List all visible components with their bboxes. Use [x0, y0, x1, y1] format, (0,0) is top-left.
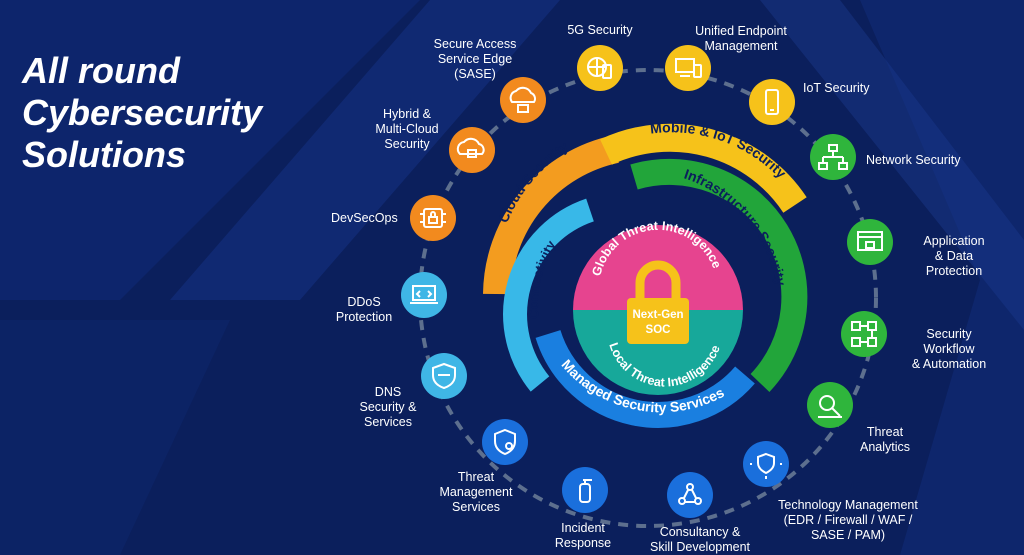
- headline: All round Cybersecurity Solutions: [22, 50, 262, 176]
- label-hybrid-multi-cloud-security: Hybrid & Multi-Cloud Security: [375, 107, 439, 151]
- padlock-icon: [627, 260, 689, 344]
- label-5g-security: 5G Security: [567, 23, 633, 37]
- node-threat-management-services: [482, 419, 528, 465]
- core-bottom-half: [573, 310, 743, 395]
- service-nodes: [401, 45, 893, 518]
- label-threat-management-services: Threat Management Services: [439, 470, 513, 514]
- label-unified-endpoint-management: Unified Endpoint Management: [695, 24, 787, 53]
- label-devsecops: DevSecOps: [331, 211, 398, 225]
- node-security-workflow-automation: [841, 311, 887, 357]
- devices-icon: [675, 58, 702, 78]
- label-security-workflow-automation: Security Workflow & Automation: [911, 327, 987, 371]
- dns-shield-icon: [432, 362, 456, 390]
- browser-lock-icon: [857, 231, 883, 251]
- core-label-line-1: Next-Gen: [632, 309, 683, 321]
- headline-line-3: Solutions: [22, 134, 186, 175]
- label-consultancy-skill-development: Consultancy & Skill Development: [649, 525, 751, 554]
- people-network-icon: [678, 483, 702, 505]
- node-incident-response: [562, 467, 608, 513]
- node-iot-security: [749, 79, 795, 125]
- node-ddos-protection: [401, 272, 447, 318]
- label-iot-security: IoT Security: [803, 81, 870, 95]
- node-network-security: [810, 134, 856, 180]
- label-network-security: Network Security: [866, 153, 961, 167]
- ring-mobile-iot-security: Mobile & IoT Security: [600, 119, 807, 213]
- node-technology-management: [743, 441, 789, 487]
- analytics-icon: [818, 395, 842, 418]
- shield-icon: [494, 428, 516, 456]
- workflow-icon: [851, 321, 877, 347]
- node-hybrid-multi-cloud-security: [449, 127, 495, 173]
- node-dns-security-services: [421, 353, 467, 399]
- label-application-data-protection: Application & Data Protection: [923, 234, 985, 278]
- node-unified-endpoint-management: [665, 45, 711, 91]
- label-secure-access-service-edge: Secure Access Service Edge (SASE): [433, 37, 517, 81]
- node-consultancy-skill-development: [667, 472, 713, 518]
- node-threat-analytics: [807, 382, 853, 428]
- node-5g-security: [577, 45, 623, 91]
- headline-line-1: All round: [22, 50, 180, 91]
- laptop-code-icon: [410, 285, 438, 304]
- chip-lock-icon: [420, 208, 446, 228]
- label-incident-response: Incident Response: [554, 521, 612, 550]
- phone-icon: [765, 89, 779, 115]
- cloud-gateway-icon: [509, 86, 537, 113]
- core-label-line-2: SOC: [646, 324, 671, 336]
- node-secure-access-service-edge: [500, 77, 546, 123]
- network-shield-icon: [750, 452, 782, 479]
- label-ddos-protection: DDoS Protection: [335, 295, 393, 324]
- network-icon: [818, 144, 848, 170]
- label-threat-analytics: Threat Analytics: [859, 425, 911, 454]
- headline-line-2: Cybersecurity: [22, 92, 263, 133]
- node-devsecops: [410, 195, 456, 241]
- cloud-lock-icon: [456, 137, 485, 158]
- outer-orbit: [418, 68, 878, 528]
- node-application-data-protection: [847, 219, 893, 265]
- label-dns-security-services: DNS Security & Services: [359, 385, 417, 429]
- label-technology-management: Technology Management (EDR / Firewall / …: [778, 498, 918, 542]
- core-soc: Global Threat Intelligence Local Threat …: [573, 219, 743, 395]
- fire-extinguisher-icon: [579, 479, 592, 503]
- globe-phone-icon: [587, 57, 612, 79]
